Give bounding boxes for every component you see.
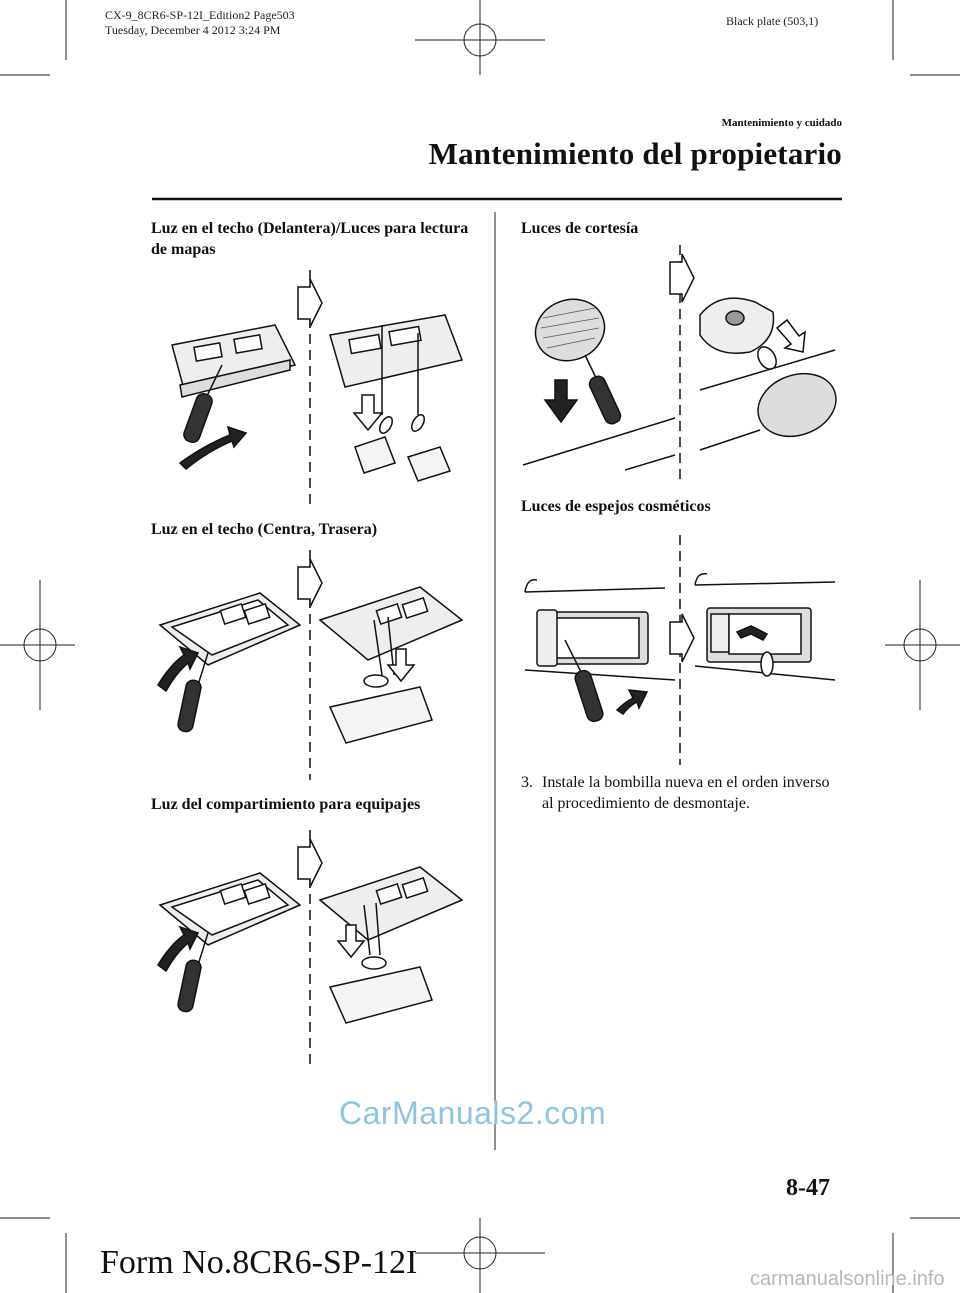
caption-vanity-mirror-lights: Luces de espejos cosméticos [521, 498, 711, 515]
illustration-center-rear-roof-light [157, 550, 464, 780]
screwdriver-icon [584, 354, 622, 425]
caption-cargo-light: Luz del compartimiento para equipajes [151, 796, 421, 813]
print-header-meta: CX-9_8CR6-SP-12I_Edition2 Page503 Tuesda… [105, 8, 295, 38]
plate-label: Black plate (503,1) [726, 14, 819, 28]
vanity-bulb-view [694, 572, 836, 681]
caption-front-map-lights: Luz en el techo (Delantera)/Luces para l… [151, 220, 469, 258]
courtesy-lens-removed-view [534, 298, 606, 362]
pry-direction-arrow-icon [157, 925, 200, 973]
screwdriver-icon [183, 364, 223, 444]
door-trim-line [522, 417, 676, 466]
section-title: Mantenimiento del propietario [428, 136, 842, 171]
lens-cover-icon [354, 436, 396, 474]
sun-visor-edge-line [524, 669, 676, 681]
step-arrow-icon [297, 558, 323, 608]
screwdriver-icon [564, 639, 604, 723]
bulb-icon [760, 651, 774, 677]
lens-cover-icon [328, 966, 433, 1024]
illustration-cargo-light [157, 830, 464, 1065]
overhead-console-removed-view [171, 324, 297, 398]
cargo-light-housing-removed-view [158, 872, 302, 946]
form-number: Form No.8CR6-SP-12I [100, 1244, 418, 1281]
screwdriver-icon [177, 932, 209, 1013]
door-trim-line [624, 454, 676, 471]
registration-target-left [0, 580, 75, 710]
bulb-icon [361, 956, 387, 970]
courtesy-bulb-view [699, 297, 837, 451]
step-arrow-icon [669, 253, 695, 303]
lens-cover-icon [328, 686, 433, 744]
pry-direction-arrow-icon [615, 689, 649, 716]
roof-light-bulb-view [318, 586, 464, 744]
lens-cover-icon [757, 372, 837, 438]
cargo-light-bulb-view [318, 866, 464, 1024]
footer-watermark-link[interactable]: carmanualsonline.info [750, 1268, 945, 1290]
sun-visor-edge-line [524, 587, 666, 593]
roof-light-housing-removed-view [158, 592, 302, 666]
page-number: 8-47 [786, 1175, 830, 1201]
vanity-lens-removed-view [536, 609, 649, 667]
bulb-icon [411, 414, 425, 432]
pry-direction-arrow-icon [178, 425, 248, 471]
lens-cover-icon [406, 446, 452, 482]
screwdriver-icon [177, 652, 209, 733]
step-arrow-icon [669, 613, 695, 663]
remove-direction-arrow-icon [735, 625, 769, 641]
step-3: 3. Instale la bombilla nueva en el orden… [521, 772, 841, 814]
registration-target-top [415, 0, 545, 75]
remove-direction-arrow-icon [386, 648, 416, 683]
remove-direction-arrow-icon [336, 924, 366, 959]
pry-direction-arrow-icon [157, 645, 200, 693]
illustration-courtesy-lights [522, 245, 837, 480]
socket-icon [725, 310, 745, 326]
illustration-front-map-lights [171, 270, 464, 505]
pry-direction-arrow-icon [543, 379, 579, 424]
remove-direction-arrow-icon [775, 318, 806, 353]
file-line: CX-9_8CR6-SP-12I_Edition2 Page503 [105, 8, 295, 22]
caption-courtesy-lights: Luces de cortesía [521, 220, 639, 237]
step-number: 3. [521, 774, 533, 791]
step-arrow-icon [297, 278, 323, 328]
step-arrow-icon [297, 838, 323, 888]
registration-target-right [885, 580, 960, 710]
section-subtitle: Mantenimiento y cuidado [721, 117, 842, 129]
bulb-icon [363, 674, 389, 688]
date-line: Tuesday, December 4 2012 3:24 PM [105, 23, 281, 37]
registration-target-bottom [415, 1218, 545, 1293]
illustration-vanity-mirror-lights [524, 535, 836, 765]
bulb-icon [379, 416, 393, 434]
watermark-link[interactable]: CarManuals2.com [339, 1095, 607, 1131]
caption-center-rear-roof-light: Luz en el techo (Centra, Trasera) [151, 521, 378, 538]
step-text: Instale la bombilla nueva en el orden in… [542, 774, 830, 812]
overhead-console-bulb-view [329, 314, 464, 482]
remove-direction-arrow-icon [352, 394, 384, 432]
